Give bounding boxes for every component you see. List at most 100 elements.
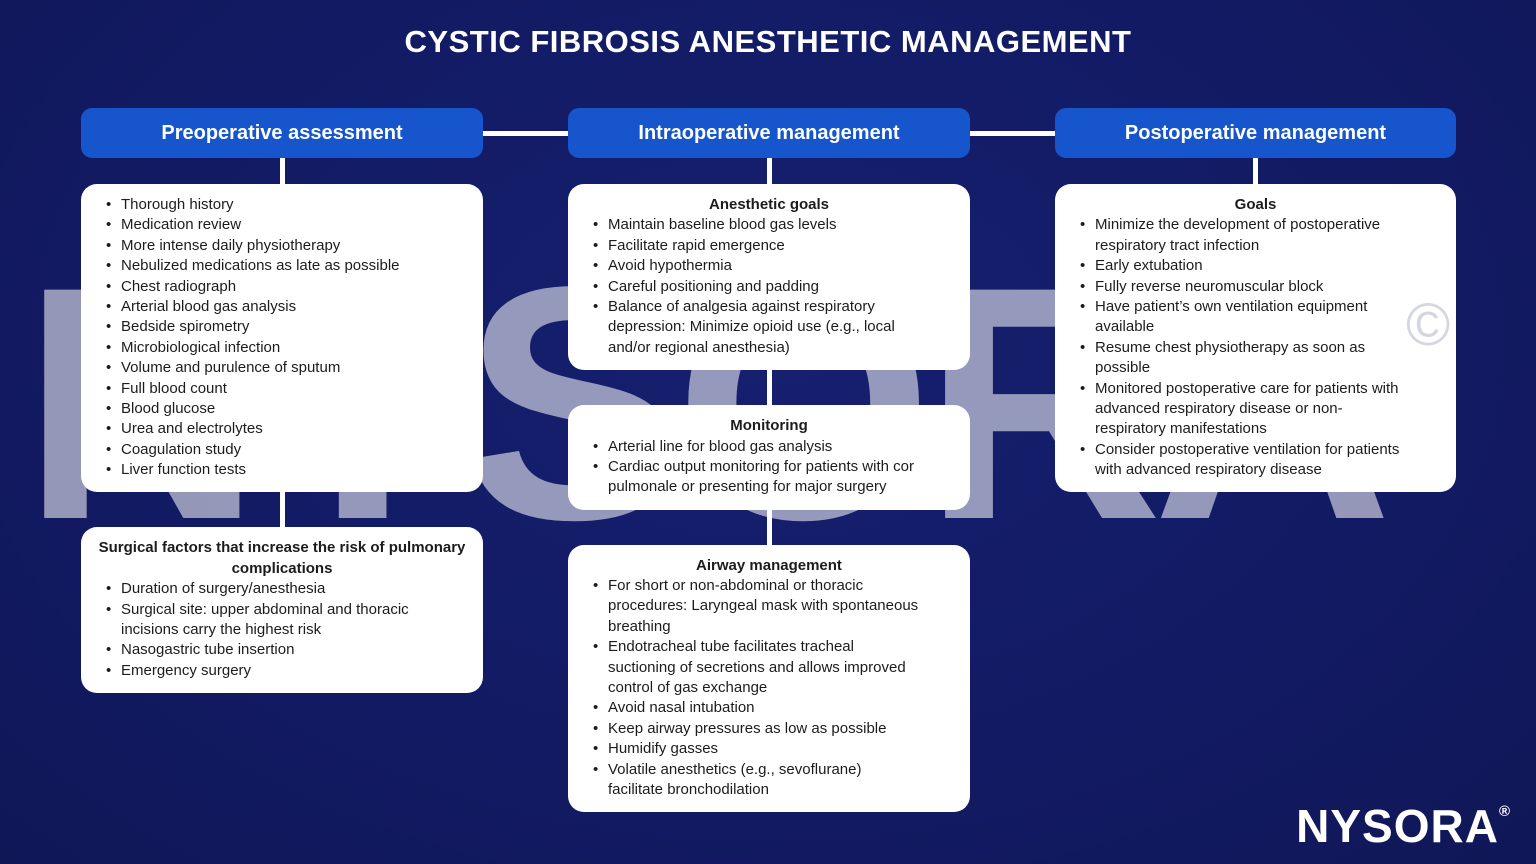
bullet-icon: • bbox=[593, 457, 599, 475]
bullet-icon: • bbox=[593, 297, 599, 315]
list-item-text: Keep airway pressures as low as possible bbox=[608, 719, 887, 737]
list-item: • Chest radiograph bbox=[97, 277, 467, 297]
list-item-text: Arterial line for blood gas analysis bbox=[608, 437, 833, 455]
list-item-text: Chest radiograph bbox=[121, 277, 237, 295]
column-header-postoperative-management: Postoperative management bbox=[1055, 108, 1456, 158]
list-item: •Avoid hypothermia bbox=[584, 256, 954, 276]
bullet-icon: • bbox=[106, 277, 112, 295]
list-item: • Maintain baseline blood gas levels bbox=[584, 215, 954, 235]
bullet-icon: • bbox=[1080, 277, 1086, 295]
list-item-text: Thorough history bbox=[121, 196, 234, 213]
list-item-text: Liver function tests bbox=[121, 461, 247, 479]
bullet-icon: • bbox=[1080, 216, 1086, 234]
card-list: •Thorough history•Medication review•More… bbox=[97, 195, 467, 480]
card-list: • For short or non-abdominal or thoracic … bbox=[584, 576, 954, 800]
page-title: CYSTIC FIBROSIS ANESTHETIC MANAGEMENT bbox=[404, 24, 1132, 59]
bullet-icon: • bbox=[106, 318, 112, 336]
list-item-text: Endotracheal tube facilitates tracheal s… bbox=[608, 638, 906, 697]
list-item: •Microbiological infection bbox=[97, 338, 467, 358]
list-item: • Have patient’s own ventilation equipmen… bbox=[1071, 297, 1440, 338]
connector-vertical bbox=[766, 158, 772, 184]
bullet-icon: • bbox=[1080, 379, 1086, 397]
bullet-icon: • bbox=[593, 577, 599, 595]
card-title: Anesthetic goals bbox=[708, 196, 830, 213]
card-title: Goals bbox=[1234, 196, 1277, 213]
list-item: •Urea and electrolytes bbox=[97, 419, 467, 439]
list-item-text: Emergency surgery bbox=[121, 661, 252, 679]
column-header-label: Preoperative assessment bbox=[161, 121, 403, 144]
list-item: •Facilitate rapid emergence bbox=[584, 236, 954, 256]
list-item-text: Have patient’s own ventilation equipment… bbox=[1095, 297, 1368, 336]
list-item-text: Maintain baseline blood gas levels bbox=[608, 216, 837, 234]
list-item-text: Careful positioning and padding bbox=[608, 277, 819, 295]
list-item-text: Resume chest physiotherapy as soon as po… bbox=[1095, 338, 1366, 377]
list-item-text: Nasogastric tube insertion bbox=[121, 641, 295, 659]
bullet-icon: • bbox=[106, 257, 112, 275]
bullet-icon: • bbox=[593, 699, 599, 717]
list-item-text: Consider postoperative ventilation for p… bbox=[1095, 440, 1400, 479]
list-item: •Medication review bbox=[97, 215, 467, 235]
list-item-text: Blood glucose bbox=[121, 399, 216, 417]
bullet-icon: • bbox=[106, 461, 112, 479]
list-item: •Arterial blood gas analysis bbox=[97, 297, 467, 317]
bullet-icon: • bbox=[106, 440, 112, 458]
list-item: •Emergency surgery bbox=[97, 661, 467, 681]
column-header-intraoperative-management: Intraoperative management bbox=[568, 108, 970, 158]
bullet-icon: • bbox=[593, 277, 599, 295]
list-item: • More intense daily physiotherapy bbox=[97, 236, 467, 256]
bullet-icon: • bbox=[106, 600, 112, 618]
list-item-text: Humidify gasses bbox=[608, 740, 719, 758]
list-item-text: Fully reverse neuromuscular block bbox=[1095, 277, 1324, 295]
bullet-icon: • bbox=[593, 638, 599, 656]
list-item: • Careful positioning and padding bbox=[584, 277, 954, 297]
list-item: • Keep airway pressures as low as possibl… bbox=[584, 719, 954, 739]
connector-vertical bbox=[766, 370, 772, 406]
list-item: • Nebulized medications as late as possib… bbox=[97, 256, 467, 276]
bullet-icon: • bbox=[106, 236, 112, 254]
bullet-icon: • bbox=[593, 257, 599, 275]
list-item: • Volume and purulence of sputum bbox=[97, 358, 467, 378]
nysora-logo-text: NYSORA bbox=[1296, 800, 1499, 852]
list-item: • Humidify gasses bbox=[584, 739, 954, 759]
header-connector-line-right bbox=[970, 131, 1055, 136]
list-item-text: Volume and purulence of sputum bbox=[121, 359, 341, 377]
connector-vertical bbox=[766, 509, 772, 545]
list-item: •Minimize the development of postoperati… bbox=[1071, 215, 1440, 256]
list-item: •Blood glucose bbox=[97, 399, 467, 419]
list-item: • Endotracheal tube facilitates tracheal … bbox=[584, 637, 954, 698]
card-title: Airway management bbox=[696, 556, 842, 574]
column-header-preoperative-assessment: Preoperative assessment bbox=[81, 108, 483, 158]
card-title: Surgical factors that increase the risk … bbox=[98, 539, 466, 577]
bullet-icon: • bbox=[1080, 297, 1086, 315]
registered-trademark-icon: ® bbox=[1498, 803, 1510, 820]
card-airway-management: Airway management • For short or non-abdom… bbox=[568, 544, 970, 813]
column-preoperative-assessment: Preoperative assessment • Thorough history… bbox=[81, 108, 483, 694]
list-item-text: Surgical site: upper abdominal and thora… bbox=[121, 600, 409, 639]
bullet-icon: • bbox=[593, 216, 599, 234]
list-item: •Arterial line for blood gas analysis bbox=[584, 437, 954, 457]
list-item-text: Microbiological infection bbox=[121, 338, 281, 356]
bullet-icon: • bbox=[106, 420, 112, 438]
list-item-text: For short or non-abdominal or thoracic p… bbox=[608, 577, 919, 635]
bullet-icon: • bbox=[593, 719, 599, 737]
bullet-icon: • bbox=[106, 379, 112, 397]
card-list: • Maintain baseline blood gas levels •Faci… bbox=[584, 215, 954, 358]
connector-vertical bbox=[279, 492, 285, 528]
list-item: •Balance of analgesia against respirator… bbox=[584, 297, 954, 358]
list-item-text: Volatile anesthetics (e.g., sevoflurane)… bbox=[608, 760, 862, 798]
card-preoperative-assessment-list: •Thorough history•Medication review•More… bbox=[81, 184, 483, 493]
bullet-icon: • bbox=[593, 740, 599, 758]
bullet-icon: • bbox=[106, 359, 112, 377]
connector-vertical bbox=[1253, 158, 1258, 184]
bullet-icon: • bbox=[106, 216, 112, 234]
bullet-icon: • bbox=[593, 236, 599, 254]
list-item-text: More intense daily physiotherapy bbox=[121, 236, 341, 254]
list-item-text: Nebulized medications as late as possibl… bbox=[121, 257, 400, 275]
list-item: •Avoid nasal intubation bbox=[584, 698, 954, 718]
list-item-text: Early extubation bbox=[1095, 257, 1203, 275]
column-header-label: Intraoperative management bbox=[638, 121, 900, 144]
list-item: •Duration of surgery/anesthesia bbox=[97, 579, 467, 599]
